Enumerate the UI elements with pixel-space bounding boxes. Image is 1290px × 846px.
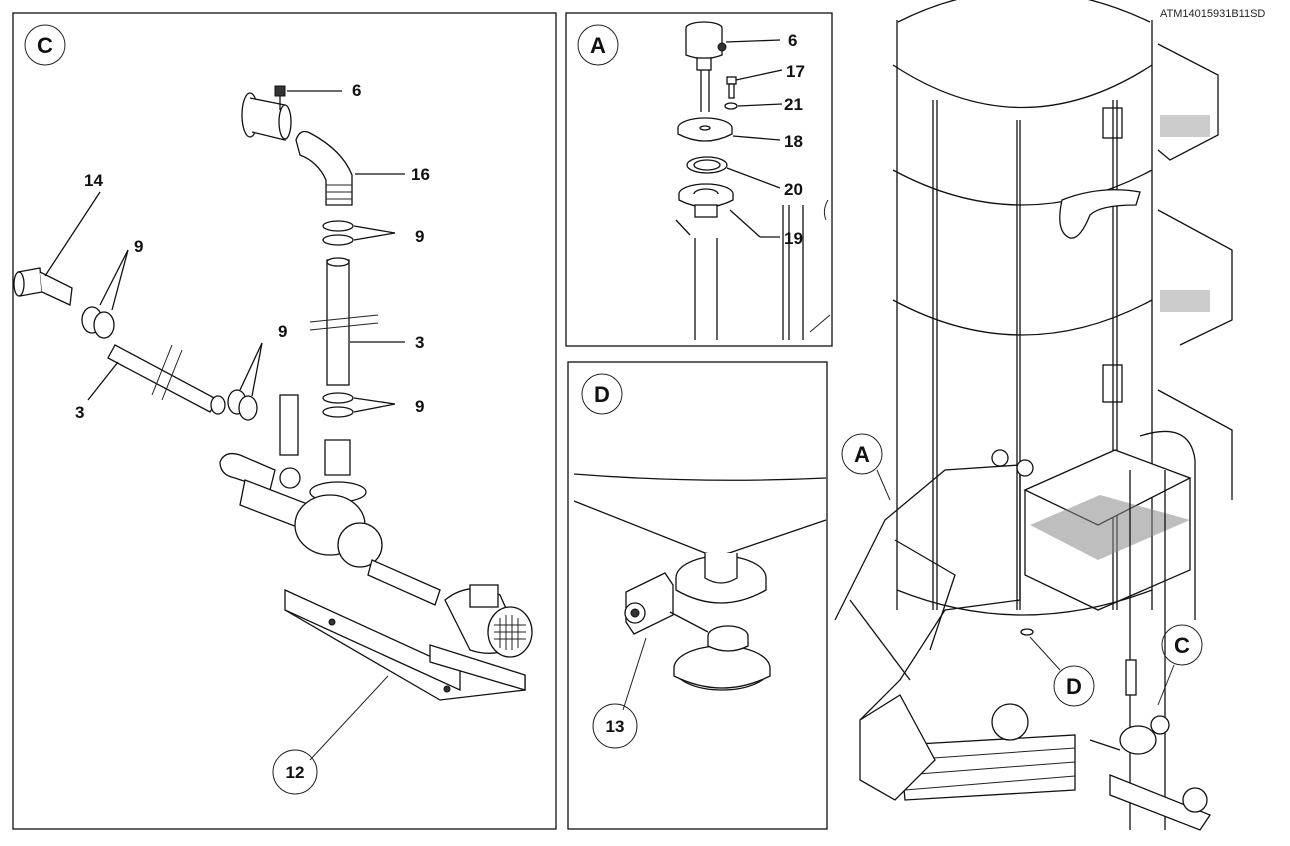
overview-callout-a: A [841,433,891,501]
callout-21: 21 [784,95,803,114]
washer-21: 21 [724,95,803,114]
sensor-6 [274,85,286,97]
callout-16: 16 [411,165,430,184]
svg-text:C: C [1174,633,1190,658]
platforms-right [1157,43,1233,500]
panel-c-badge [24,24,66,66]
panel-a-label: A [590,33,606,58]
silo-nozzle-pipe [675,199,831,340]
callout-6: 6 [352,81,361,100]
panel-d: D 13 [567,361,828,830]
panel-a-frame [565,12,833,347]
hose-clamps-9-lower: 9 [322,392,424,418]
callout-12: 12 [286,763,305,782]
panel-d-label: D [594,382,610,407]
hose-3-vertical: 3 [309,257,424,386]
callout-20: 20 [784,180,803,199]
callout-9-middle: 9 [278,322,287,341]
callout-9-top: 9 [415,227,424,246]
callout-17: 17 [786,62,805,81]
callout-12-bubble [272,749,318,795]
overview-callout-d: D [1029,636,1095,707]
svg-text:D: D [1066,674,1082,699]
bolt-17: 17 [726,62,805,99]
panel-c-frame [12,12,557,830]
hose-clamps-9-upper: 9 [322,220,424,246]
callout-9-lower-right: 9 [415,397,424,416]
flange-plate-18: 18 [677,117,803,151]
panel-a-badge [577,24,619,66]
access-platform [1023,430,1196,830]
callout-13-bubble [592,703,638,749]
callout-19: 19 [784,229,803,248]
callout-14: 14 [84,171,103,190]
panel-d-frame [567,361,828,830]
panel-c: C 6 16 9 [12,12,557,830]
svg-text:A: A [854,442,870,467]
gasket-20: 20 [686,156,803,199]
panel-d-badge [581,373,623,415]
motor-fan-grill [494,615,526,650]
silo-overview: A D C [834,0,1233,831]
pump-overview [1089,659,1211,831]
hose-clamps-9-left: 9 [81,237,143,339]
callout-18: 18 [784,132,803,151]
callout-a-6: 6 [788,31,797,50]
elbow-16: 16 [295,130,430,206]
connector-14: 14 [13,171,103,306]
outlet-flange [675,553,767,604]
panel-a: A 6 17 21 18 [565,12,833,347]
hose-clamps-9-middle: 9 [227,322,287,421]
overview-callout-c: C [1157,624,1203,706]
overview-sensor-bubble [1059,189,1141,239]
drawing-reference: ATM14015931B11SD [1160,8,1266,20]
butterfly-valve-13 [624,572,771,691]
panel-c-label: C [37,33,53,58]
hose-3-diagonal: 3 [75,344,226,422]
counter-flange-19: 19 [678,183,803,248]
callout-13: 13 [606,717,625,736]
duct-and-hopper [834,449,1034,721]
callout-9-left: 9 [134,237,143,256]
level-sensor-6: 6 [685,21,797,112]
flange-nozzle: 6 [241,81,361,141]
callout-3-diagonal: 3 [75,403,84,422]
fan-unit [859,694,1076,801]
callout-3-vertical: 3 [415,333,424,352]
silo-body [892,0,1153,616]
pump-assembly-12: 12 [219,394,533,795]
